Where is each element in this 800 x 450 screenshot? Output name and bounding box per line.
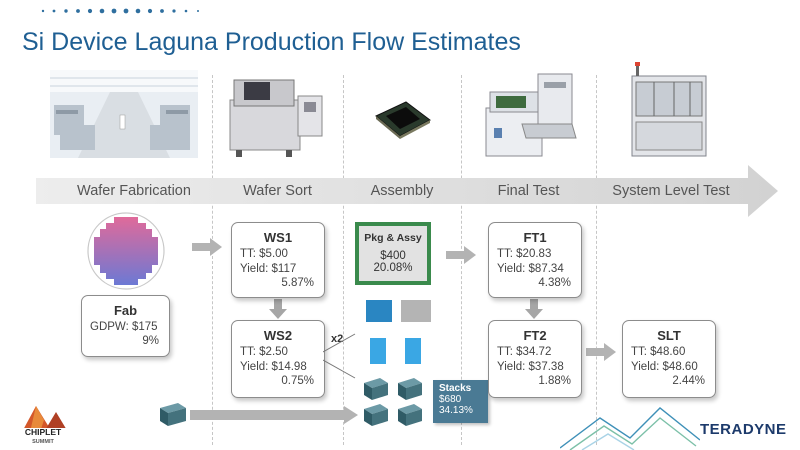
ws1-pct: 5.87% xyxy=(281,277,314,289)
arrow-right-long-icon xyxy=(190,406,358,424)
connector-lines xyxy=(323,333,356,379)
ft2-yield: Yield: $37.38 xyxy=(497,361,564,373)
slt-tt: TT: $48.60 xyxy=(631,346,686,358)
stacks-cost: $680 xyxy=(439,394,462,405)
pkg-title: Pkg & Assy xyxy=(364,232,422,244)
svg-text:CHIPLET: CHIPLET xyxy=(25,427,62,437)
teradyne-logo: TERADYNE xyxy=(700,421,787,438)
fab-title: Fab xyxy=(113,303,138,318)
die-rect-blue xyxy=(370,338,386,364)
column-divider xyxy=(596,75,597,445)
stacks-pct: 34.13% xyxy=(439,405,473,416)
arrow-right-icon xyxy=(446,246,476,264)
arrow-right-icon xyxy=(586,343,616,361)
fab-gdpw: GDPW: $175 xyxy=(90,321,158,333)
chiplet-summit-logo: CHIPLET SUMMIT xyxy=(16,406,70,445)
column-divider xyxy=(461,75,462,445)
fab-box: Fab GDPW: $175 9% xyxy=(81,295,170,357)
stage-wafer-fabrication: Wafer Fabrication xyxy=(77,183,191,199)
ft1-tt: TT: $20.83 xyxy=(497,248,552,260)
ws1-box: WS1 TT: $5.00 Yield: $117 5.87% xyxy=(231,222,325,298)
pkg-pct: 20.08% xyxy=(373,262,413,274)
wafer-icon xyxy=(87,212,165,290)
decorative-dots xyxy=(41,8,199,14)
ws1-title: WS1 xyxy=(263,230,293,245)
arrow-down-icon xyxy=(269,299,287,319)
die-rect-blue xyxy=(405,338,421,364)
stage-wafer-sort: Wafer Sort xyxy=(243,183,312,199)
ft1-yield: Yield: $87.34 xyxy=(497,263,564,275)
slt-title: SLT xyxy=(657,328,681,343)
fab-pct: 9% xyxy=(142,335,159,347)
cleanroom-photo xyxy=(50,70,198,158)
ws1-tt: TT: $5.00 xyxy=(240,248,288,260)
die-square-gray xyxy=(401,300,431,322)
decorative-mountain-lines xyxy=(560,407,700,450)
stacks-title: Stacks xyxy=(439,383,472,394)
slt-system-photo xyxy=(631,62,707,157)
arrow-down-icon xyxy=(525,299,543,319)
ft2-tt: TT: $34.72 xyxy=(497,346,552,358)
ft2-box: FT2 TT: $34.72 Yield: $37.38 1.88% xyxy=(488,320,582,398)
ft2-title: FT2 xyxy=(523,328,547,343)
ws2-tt: TT: $2.50 xyxy=(240,346,288,358)
column-divider xyxy=(212,75,213,445)
ws1-yield: Yield: $117 xyxy=(240,263,297,275)
wafer-prober-photo xyxy=(229,79,323,157)
stage-assembly: Assembly xyxy=(370,183,434,199)
final-test-handler-photo xyxy=(485,73,577,157)
stage-final-test: Final Test xyxy=(497,183,560,199)
ws2-yield: Yield: $14.98 xyxy=(240,361,307,373)
ws2-title: WS2 xyxy=(263,328,293,343)
stacks-box: Stacks $680 34.13% xyxy=(433,380,488,423)
ft1-box: FT1 TT: $20.83 Yield: $87.34 4.38% xyxy=(488,222,582,298)
process-flow-band xyxy=(36,165,778,217)
slt-yield: Yield: $48.60 xyxy=(631,361,698,373)
ft1-title: FT1 xyxy=(523,230,547,245)
pkg-cost: $400 xyxy=(380,250,406,262)
svg-text:SUMMIT: SUMMIT xyxy=(32,439,54,445)
ft2-pct: 1.88% xyxy=(538,375,571,387)
ws2-pct: 0.75% xyxy=(281,375,314,387)
pkg-assy-box: Pkg & Assy $400 20.08% xyxy=(355,222,431,285)
ws2-box: WS2 TT: $2.50 Yield: $14.98 0.75% xyxy=(231,320,325,398)
ft1-pct: 4.38% xyxy=(538,277,571,289)
arrow-right-icon xyxy=(192,238,222,256)
stage-system-level-test: System Level Test xyxy=(612,183,730,199)
stack-cubes-icon xyxy=(364,378,422,426)
column-divider xyxy=(343,75,344,445)
slt-box: SLT TT: $48.60 Yield: $48.60 2.44% xyxy=(622,320,716,398)
stack-cube-icon xyxy=(160,403,186,426)
slt-pct: 2.44% xyxy=(672,375,705,387)
die-square-blue xyxy=(366,300,392,322)
chip-package-photo xyxy=(375,101,431,139)
page-title: Si Device Laguna Production Flow Estimat… xyxy=(22,28,521,56)
